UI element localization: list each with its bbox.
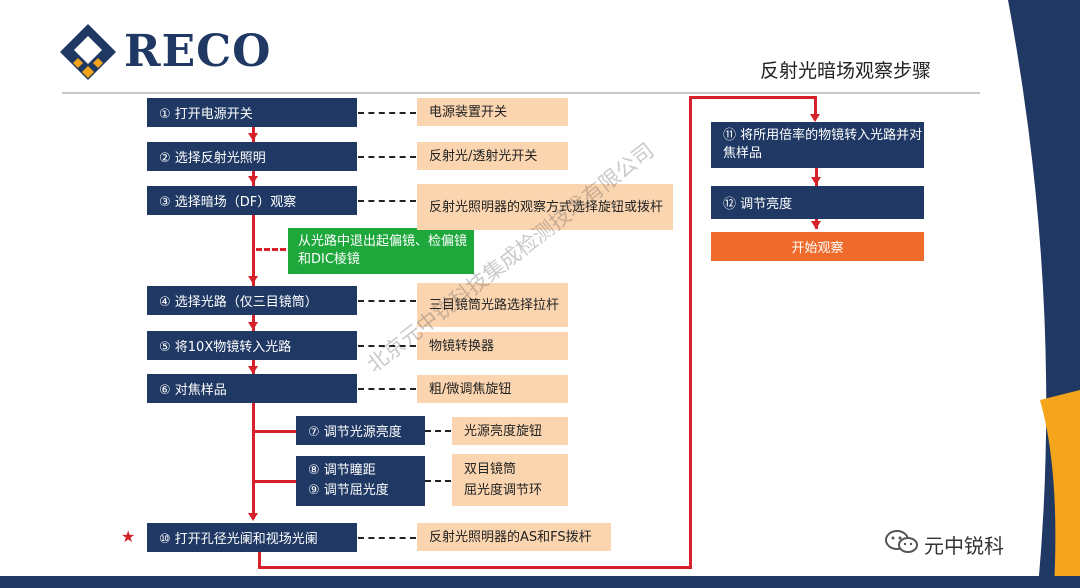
branch-7 bbox=[252, 430, 296, 433]
step-11: ⑪ 将所用倍率的物镜转入光路并对焦样品 bbox=[711, 122, 924, 168]
note-2: 反射光/透射光开关 bbox=[417, 142, 568, 170]
loop-line-down bbox=[814, 96, 817, 116]
step-8: ⑧ 调节瞳距 bbox=[308, 463, 376, 478]
note-5: 物镜转换器 bbox=[417, 332, 568, 360]
right-decoration bbox=[1008, 0, 1080, 588]
arrow-1 bbox=[248, 133, 258, 141]
step-4: ④ 选择光路（仅三目镜筒） bbox=[147, 286, 357, 315]
step-5: ⑤ 将10X物镜转入光路 bbox=[147, 331, 357, 360]
arrow-6 bbox=[248, 513, 258, 521]
arrow-3 bbox=[248, 276, 258, 284]
loop-line-bottom bbox=[258, 566, 692, 569]
step-10: ⑩ 打开孔径光阑和视场光阑 bbox=[147, 523, 357, 552]
dash-6 bbox=[358, 388, 416, 390]
note-8-9: 双目镜筒 屈光度调节环 bbox=[452, 454, 568, 506]
title-divider bbox=[62, 92, 980, 94]
arrow-to-start bbox=[811, 221, 821, 229]
note-7: 光源亮度旋钮 bbox=[452, 417, 568, 445]
note-1: 电源装置开关 bbox=[417, 98, 568, 126]
step-8-9: ⑧ 调节瞳距 ⑨ 调节屈光度 bbox=[296, 456, 425, 506]
logo-diamond-icon bbox=[60, 24, 116, 80]
logo-text: RECO bbox=[124, 26, 272, 77]
wechat-icon bbox=[885, 530, 918, 553]
arrow-to-11 bbox=[810, 114, 820, 122]
green-note: 从光路中退出起偏镜、检偏镜和DIC棱镜 bbox=[288, 228, 474, 274]
dash-2 bbox=[358, 156, 416, 158]
loop-line-up bbox=[689, 96, 692, 569]
note-4: 三目镜筒光路选择拉杆 bbox=[417, 283, 568, 327]
red-dash-green bbox=[256, 248, 286, 251]
branch-89 bbox=[252, 480, 296, 483]
dash-5 bbox=[358, 345, 416, 347]
note-8: 双目镜筒 bbox=[464, 462, 517, 477]
step-12: ⑫ 调节亮度 bbox=[711, 186, 924, 219]
step-6: ⑥ 对焦样品 bbox=[147, 374, 357, 403]
step-3: ③ 选择暗场（DF）观察 bbox=[147, 186, 357, 215]
arrow-to-12 bbox=[811, 177, 821, 185]
dash-3 bbox=[358, 200, 416, 202]
start-observe: 开始观察 bbox=[711, 232, 924, 261]
page-title: 反射光暗场观察步骤 bbox=[760, 60, 932, 82]
note-6: 粗/微调焦旋钮 bbox=[417, 375, 568, 403]
note-10: 反射光照明器的AS和FS拨杆 bbox=[417, 523, 611, 551]
star-icon: ★ bbox=[121, 527, 136, 546]
dash-1 bbox=[358, 112, 416, 114]
note-9: 屈光度调节环 bbox=[464, 483, 543, 498]
arrow-5 bbox=[248, 366, 258, 374]
dash-7 bbox=[425, 430, 451, 432]
dash-89 bbox=[425, 480, 451, 482]
dash-10 bbox=[358, 537, 416, 539]
wechat-label: 元中锐科 bbox=[924, 534, 1004, 558]
bottom-bar bbox=[0, 576, 1080, 588]
arrow-4 bbox=[248, 322, 258, 330]
arrow-2 bbox=[248, 176, 258, 184]
step-1: ① 打开电源开关 bbox=[147, 98, 357, 127]
note-3: 反射光照明器的观察方式选择旋钮或拨杆 bbox=[417, 184, 673, 230]
loop-line-bottom-down bbox=[258, 545, 261, 569]
step-7: ⑦ 调节光源亮度 bbox=[296, 416, 425, 445]
step-9: ⑨ 调节屈光度 bbox=[308, 483, 389, 498]
dash-4 bbox=[358, 300, 416, 302]
step-2: ② 选择反射光照明 bbox=[147, 142, 357, 171]
loop-line-top bbox=[689, 96, 817, 99]
